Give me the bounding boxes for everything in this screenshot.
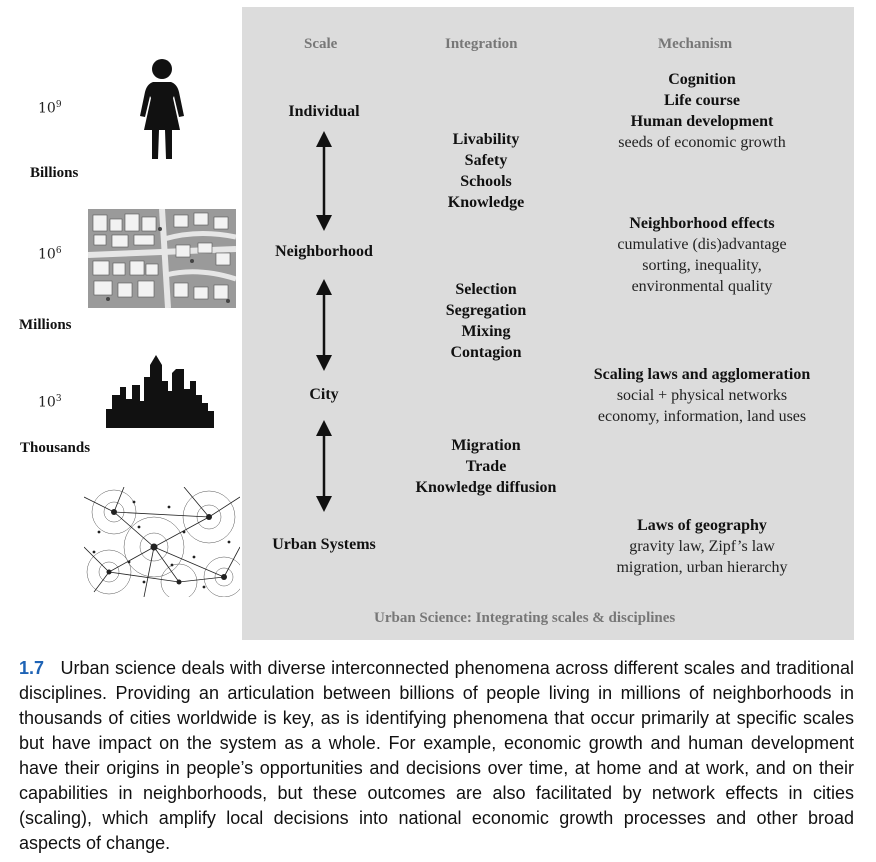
- panel-footer-title: Urban Science: Integrating scales & disc…: [374, 610, 676, 626]
- scale-urban-systems: Urban Systems: [272, 536, 376, 553]
- magnitude-label-millions: Millions: [19, 317, 72, 333]
- figure-caption: 1.7 Urban science deals with diverse int…: [19, 656, 854, 856]
- person-icon: [140, 59, 184, 159]
- mechanism-urban-systems: Laws of geography gravity law, Zipf’s la…: [616, 517, 788, 576]
- header-mechanism: Mechanism: [658, 36, 733, 52]
- scale-city: City: [309, 386, 339, 403]
- power-label-millions: 106: [38, 246, 62, 263]
- mechanism-individual: Cognition Life course Human development …: [618, 71, 786, 151]
- scale-individual: Individual: [288, 103, 360, 120]
- double-arrow-neighborhood-city: [316, 279, 332, 371]
- mechanism-neighborhood: Neighborhood effects cumulative (dis)adv…: [617, 215, 787, 295]
- header-integration: Integration: [445, 36, 518, 52]
- figure-number: 1.7: [19, 658, 45, 678]
- double-arrow-city-urban-systems: [316, 420, 332, 512]
- double-arrow-individual-neighborhood: [316, 131, 332, 231]
- power-label-thousands: 103: [38, 394, 62, 411]
- scale-magnitude-column: 109 Billions 106 Millions 103 Thousands: [0, 0, 242, 640]
- mechanism-city: Scaling laws and agglomeration social + …: [593, 366, 811, 425]
- urban-network-map-icon: [84, 487, 240, 597]
- header-scale: Scale: [304, 36, 338, 52]
- caption-text: Urban science deals with diverse interco…: [19, 658, 854, 853]
- diagram-panel: Scale Integration Mechanism Individual N…: [242, 7, 854, 640]
- scale-neighborhood: Neighborhood: [275, 243, 373, 260]
- magnitude-label-billions: Billions: [30, 165, 79, 181]
- power-label-billions: 109: [38, 100, 62, 117]
- city-skyline-icon: [106, 355, 214, 428]
- neighborhood-map-icon: [88, 209, 236, 308]
- magnitude-label-thousands: Thousands: [20, 440, 91, 456]
